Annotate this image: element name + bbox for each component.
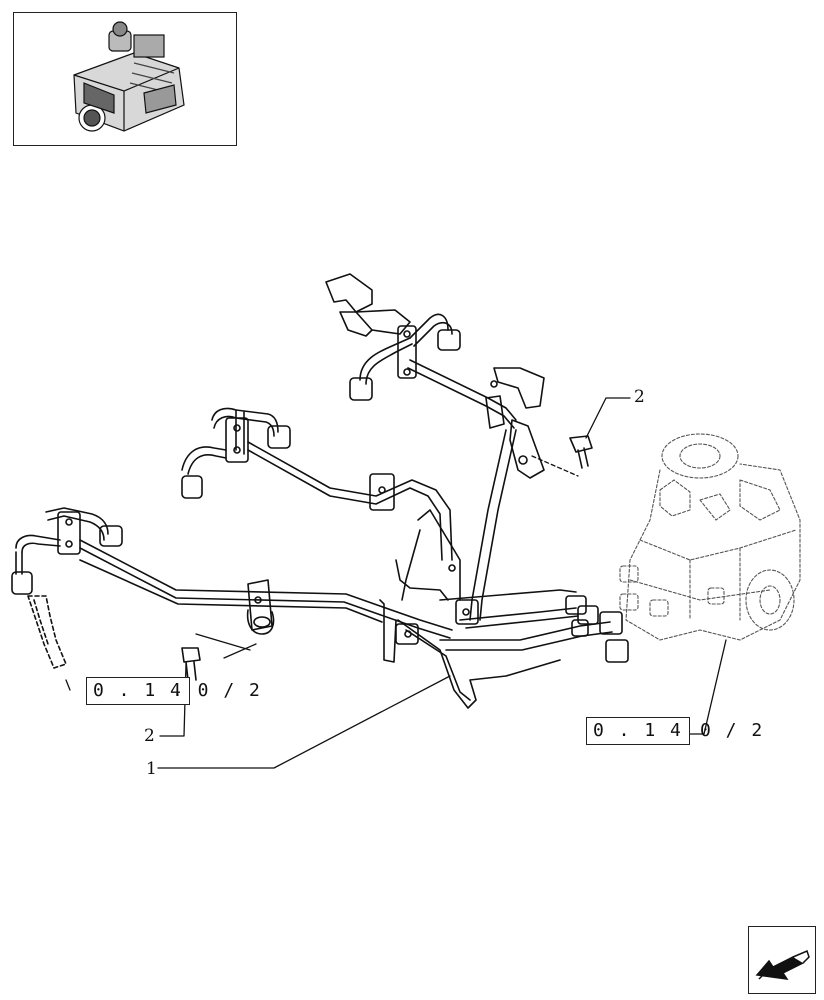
reference-suffix-pump: 0 / 2 bbox=[700, 720, 765, 741]
pipe-clamp bbox=[246, 579, 275, 635]
pipe-manifold-lower bbox=[379, 509, 629, 709]
injector-nozzle bbox=[27, 595, 67, 669]
injection-pipe-middle bbox=[181, 407, 453, 561]
screw-upper-right bbox=[569, 435, 593, 469]
reference-box-injector[interactable]: 0 . 1 4 bbox=[86, 677, 190, 705]
injection-pipe-front bbox=[11, 507, 453, 639]
next-page-arrow-icon bbox=[755, 949, 810, 980]
callout-1-label: 1 bbox=[146, 759, 157, 779]
callout-2-lower-label: 2 bbox=[144, 726, 155, 746]
injection-pipe-rear bbox=[349, 313, 517, 429]
injection-pump bbox=[619, 433, 801, 641]
next-page-button[interactable] bbox=[748, 926, 816, 994]
injection-pipe-long-rear bbox=[469, 429, 517, 621]
screw-lower-left bbox=[181, 647, 201, 681]
support-bracket-top bbox=[325, 273, 411, 337]
engine-thumbnail bbox=[13, 12, 237, 146]
leader-lines bbox=[65, 397, 727, 769]
callout-2-upper-label: 2 bbox=[634, 387, 645, 407]
engine-thumbnail-icon bbox=[73, 21, 185, 132]
reference-suffix-injector: . 0 / 2 bbox=[172, 680, 262, 701]
support-bracket-middle bbox=[485, 367, 545, 479]
reference-box-pump[interactable]: 0 . 1 4 bbox=[586, 717, 690, 745]
